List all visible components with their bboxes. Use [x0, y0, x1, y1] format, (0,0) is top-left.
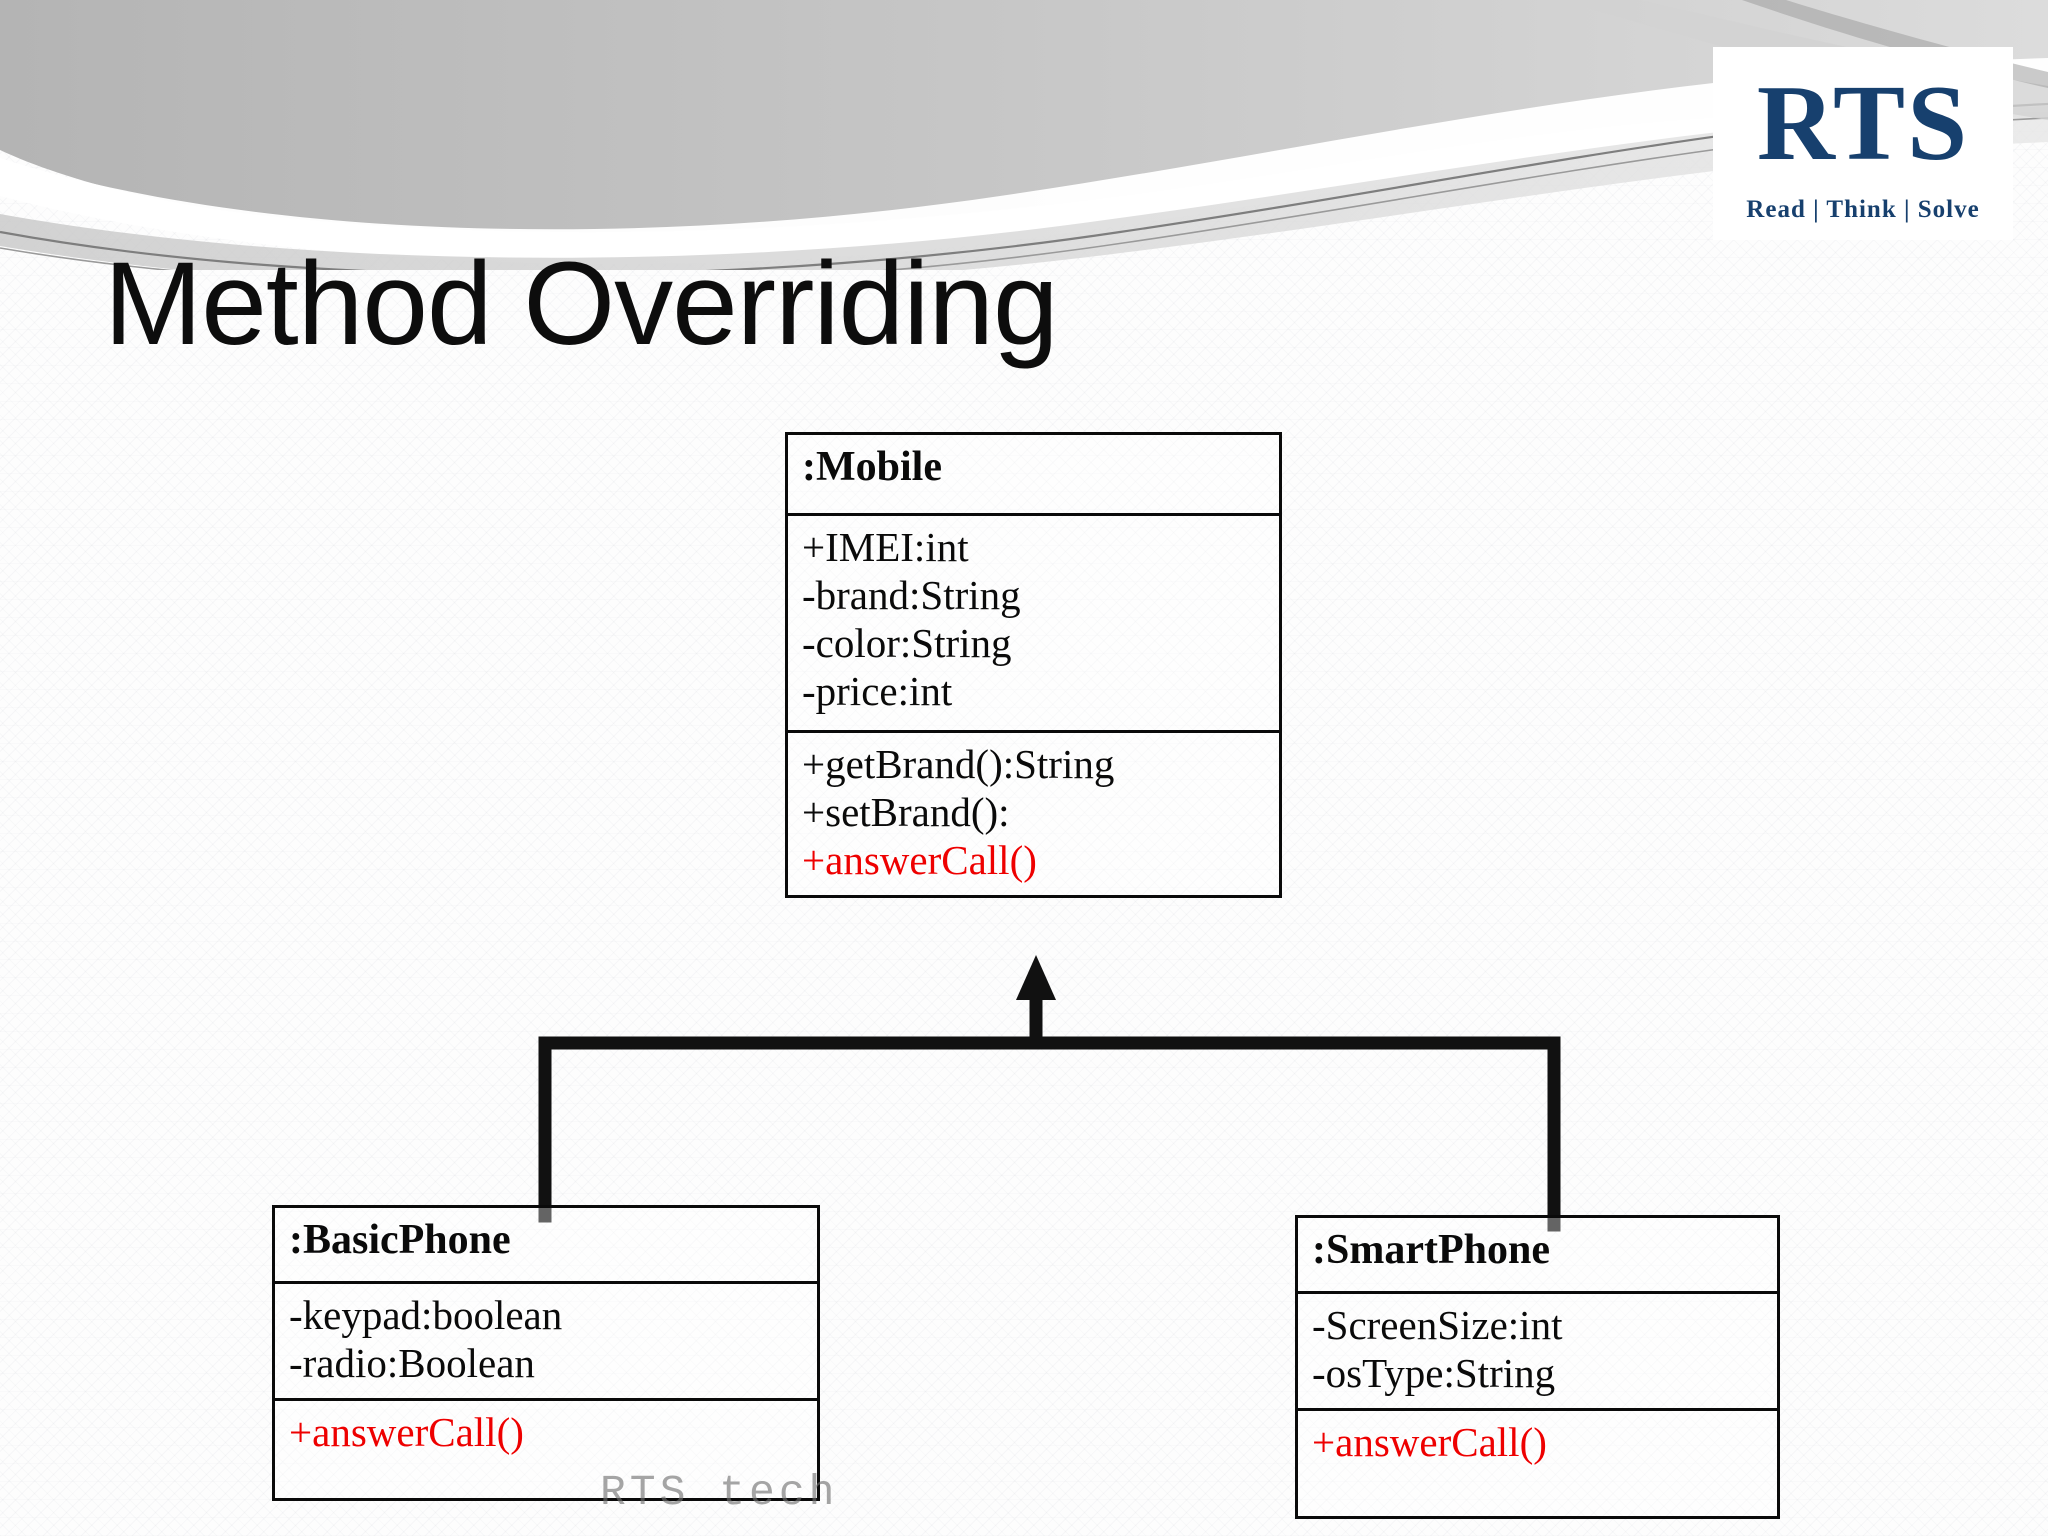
attribute-row: -ScreenSize:int: [1312, 1302, 1563, 1348]
method-row-overridden: +answerCall(): [1312, 1418, 1547, 1465]
uml-class-basicphone[interactable]: :BasicPhone -keypad:boolean -radio:Boole…: [272, 1205, 820, 1501]
attribute-row: -keypad:boolean: [289, 1292, 563, 1338]
method-row: +getBrand():String: [802, 740, 1115, 787]
method-row-overridden: +answerCall(): [802, 836, 1037, 883]
methods-section: +answerCall(): [275, 1397, 817, 1498]
method-row: +setBrand():: [802, 788, 1010, 835]
class-name: :Mobile: [802, 444, 942, 490]
methods-section: +getBrand():String +setBrand(): +answerC…: [788, 729, 1279, 895]
attribute-row: -osType:String: [1312, 1349, 1556, 1396]
page-title: Method Overriding: [104, 238, 1059, 370]
logo-tagline: Read | Think | Solve: [1746, 195, 1980, 223]
method-row-overridden: +answerCall(): [289, 1408, 524, 1455]
attribute-row: +IMEI:int: [802, 524, 969, 570]
attributes-section: -keypad:boolean -radio:Boolean: [275, 1281, 817, 1398]
watermark-text: RTS tech: [600, 1468, 839, 1517]
uml-class-smartphone[interactable]: :SmartPhone -ScreenSize:int -osType:Stri…: [1295, 1215, 1780, 1519]
class-name: :SmartPhone: [1312, 1227, 1550, 1273]
class-name: :BasicPhone: [289, 1217, 511, 1263]
attributes-section: -ScreenSize:int -osType:String: [1298, 1291, 1777, 1408]
rts-logo: RTS Read | Think | Solve: [1713, 47, 2013, 240]
logo-wordmark: RTS: [1756, 63, 1970, 183]
attribute-row: -color:String: [802, 619, 1012, 666]
class-name-section: :Mobile: [788, 435, 1279, 513]
uml-class-mobile[interactable]: :Mobile +IMEI:int -brand:String -color:S…: [785, 432, 1282, 898]
class-name-section: :SmartPhone: [1298, 1218, 1777, 1291]
attribute-row: -radio:Boolean: [289, 1339, 535, 1386]
attribute-row: -brand:String: [802, 571, 1021, 618]
attribute-row: -price:int: [802, 667, 953, 714]
class-name-section: :BasicPhone: [275, 1208, 817, 1281]
attributes-section: +IMEI:int -brand:String -color:String -p…: [788, 513, 1279, 730]
methods-section: +answerCall(): [1298, 1407, 1777, 1516]
